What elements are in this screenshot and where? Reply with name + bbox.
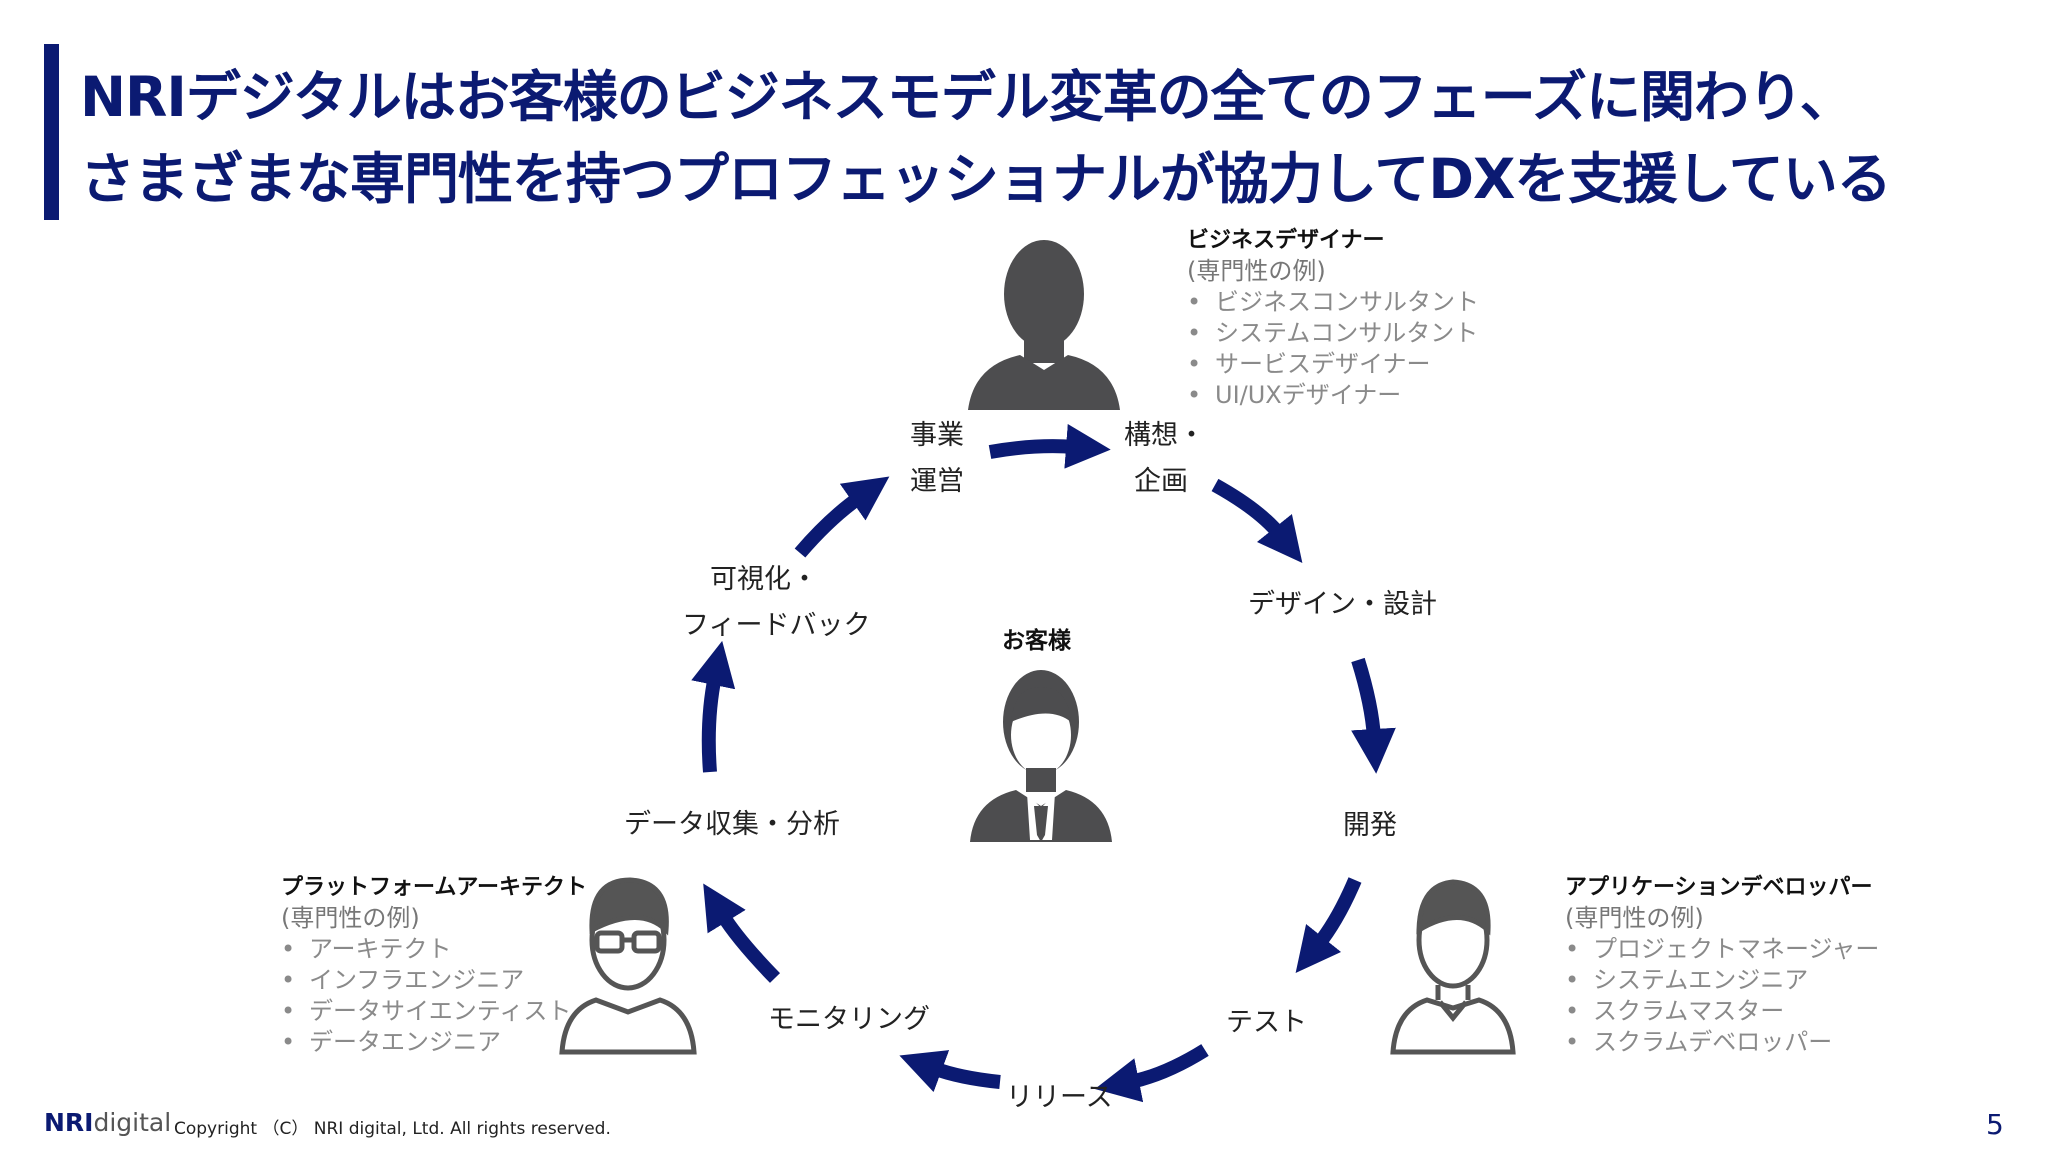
role-business-designer: ビジネスデザイナー (専門性の例) •ビジネスコンサルタント •システムコンサル… — [1187, 226, 1479, 411]
arrow-test-to-release-icon — [1094, 1044, 1209, 1103]
arrow-visualization-to-operations-icon — [794, 476, 890, 558]
title-line-1: NRIデジタルはお客様のビジネスモデル変革の全てのフェーズに関わり、 — [80, 65, 1855, 129]
node-visualization: 可視化・ フィードバック — [682, 564, 871, 641]
role-platform-architect: プラットフォームアーキテクト (専門性の例) •アーキテクト •インフラエンジニ… — [281, 873, 587, 1058]
list-item: •インフラエンジニア — [281, 966, 525, 994]
node-data-collection: データ収集・分析 — [624, 809, 840, 840]
node-design: デザイン・設計 — [1248, 589, 1437, 620]
app-developer-icon — [1390, 879, 1516, 1055]
list-item: •システムエンジニア — [1565, 966, 1809, 994]
list-item: •ビジネスコンサルタント — [1187, 288, 1479, 316]
arrow-data-to-visualization-icon — [691, 640, 736, 773]
role-title: ビジネスデザイナー — [1187, 228, 1385, 253]
role-title: アプリケーションデベロッパー — [1565, 875, 1873, 900]
node-test: テスト — [1226, 1007, 1307, 1038]
customer-icon — [970, 670, 1112, 842]
arrow-release-to-monitoring-icon — [899, 1050, 1001, 1093]
role-title: プラットフォームアーキテクト — [281, 875, 588, 900]
arrow-monitoring-to-data-icon — [703, 883, 781, 983]
role-subtitle: (専門性の例) — [1187, 257, 1326, 285]
title-line-2: さまざまな専門性を持つプロフェッショナルが協力してDXを支援している — [80, 147, 1892, 211]
page-number: 5 — [1986, 1108, 2004, 1141]
node-development: 開発 — [1343, 810, 1397, 841]
list-item: •システムコンサルタント — [1187, 319, 1479, 347]
list-item: •サービスデザイナー — [1187, 350, 1431, 378]
role-subtitle: (専門性の例) — [281, 904, 420, 932]
node-operations: 事業 運営 — [910, 420, 964, 497]
list-item: •アーキテクト — [281, 935, 452, 963]
arrow-design-to-development-icon — [1351, 657, 1396, 774]
node-planning: 構想・ 企画 — [1124, 420, 1205, 497]
nri-digital-logo: NRIdigital — [44, 1108, 172, 1137]
list-item: •データエンジニア — [281, 1028, 501, 1056]
platform-architect-icon — [559, 877, 697, 1055]
list-item: •プロジェクトマネージャー — [1565, 935, 1880, 963]
page-title: NRIデジタルはお客様のビジネスモデル変革の全てのフェーズに関わり、 さまざまな… — [80, 56, 2020, 220]
customer-label: お客様 — [1002, 628, 1071, 654]
title-accent-bar — [44, 44, 59, 220]
role-app-developer: アプリケーションデベロッパー (専門性の例) •プロジェクトマネージャー •シス… — [1565, 873, 1879, 1058]
business-designer-icon — [968, 240, 1120, 410]
node-release: リリース — [1006, 1082, 1113, 1113]
node-monitoring: モニタリング — [768, 1004, 930, 1035]
list-item: •UI/UXデザイナー — [1187, 381, 1402, 409]
arrow-operations-to-planning-icon — [988, 423, 1111, 469]
role-subtitle: (専門性の例) — [1565, 904, 1704, 932]
list-item: •スクラムマスター — [1565, 997, 1785, 1025]
arrow-planning-to-design-icon — [1211, 478, 1303, 563]
copyright-text: Copyright （C） NRI digital, Ltd. All righ… — [174, 1119, 611, 1139]
list-item: •データサイエンティスト — [281, 997, 572, 1025]
list-item: •スクラムデベロッパー — [1565, 1028, 1833, 1056]
arrow-development-to-test-icon — [1295, 877, 1362, 973]
